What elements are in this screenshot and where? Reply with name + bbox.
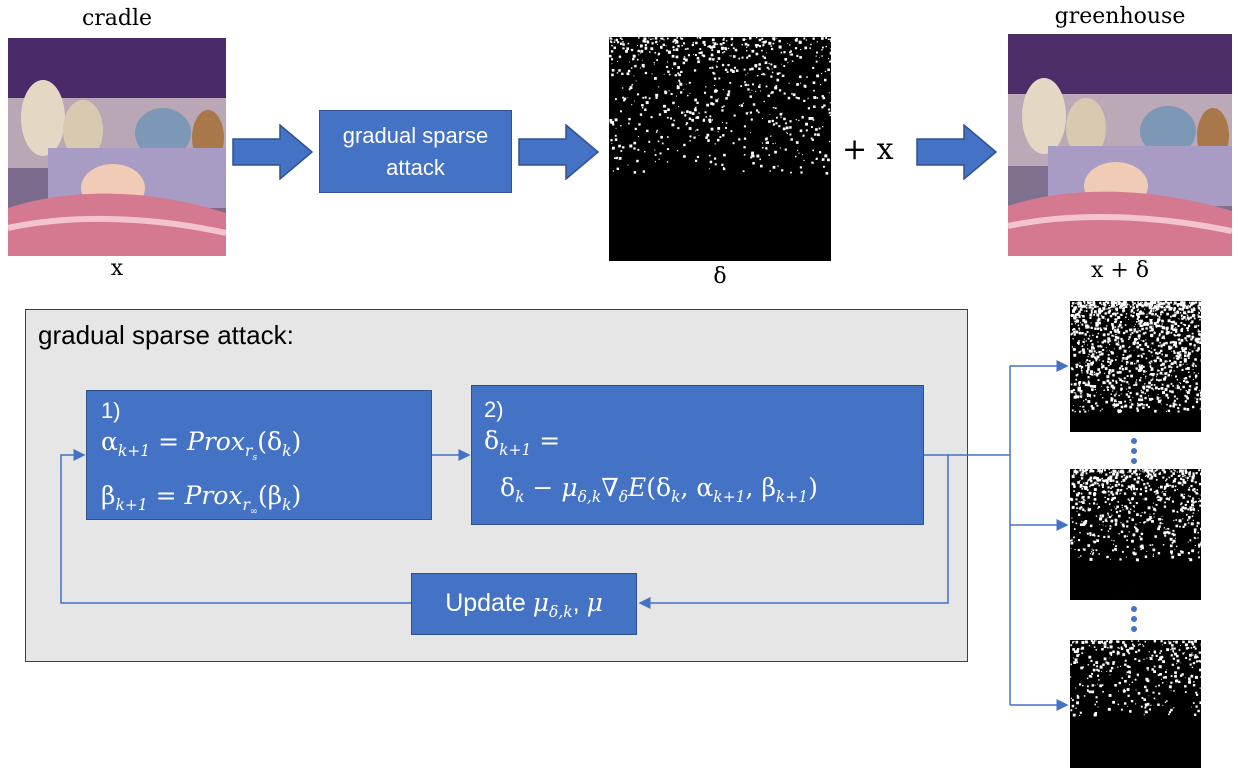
step1-equation-beta: βk+1 = Proxr∞(βk) — [101, 477, 417, 531]
perturbation-thumbnail-3 — [1070, 640, 1201, 768]
update-box: Update μδ,k, μ — [411, 573, 637, 635]
vertical-ellipsis-icon — [1131, 438, 1137, 468]
step2-equation-lhs: δk+1 = — [484, 422, 911, 469]
update-label: Update μδ,k, μ — [445, 588, 603, 621]
step2-equation-rhs: δk − μδ,k∇δE(δk, αk+1, βk+1) — [484, 469, 911, 516]
step1-equation-alpha: αk+1 = Proxrs(δk) — [101, 423, 417, 477]
step2-box: 2) δk+1 = δk − μδ,k∇δE(δk, αk+1, βk+1) — [471, 385, 924, 525]
step2-number: 2) — [484, 398, 911, 422]
perturbation-thumbnail-1 — [1070, 301, 1201, 432]
step1-box: 1) αk+1 = Proxrs(δk) βk+1 = Proxr∞(βk) — [86, 390, 432, 520]
step1-number: 1) — [101, 399, 417, 423]
vertical-ellipsis-icon — [1131, 606, 1137, 636]
perturbation-thumbnail-2 — [1070, 469, 1201, 600]
